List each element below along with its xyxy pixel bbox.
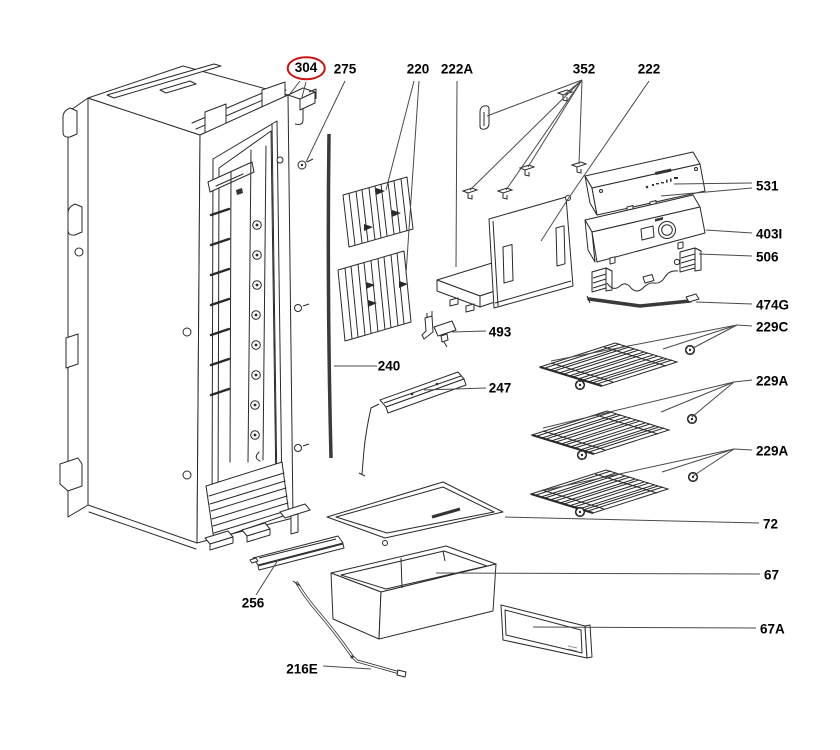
strip-240-drawing <box>326 133 333 459</box>
part-label-474G[interactable]: 474G <box>756 297 790 313</box>
drain-tube-216E-drawing <box>292 580 407 678</box>
hinge-bump <box>67 203 83 236</box>
control-panel-531-drawing <box>584 151 706 216</box>
part-label-304[interactable]: 304 <box>286 56 326 80</box>
part-label-222[interactable]: 222 <box>637 61 661 77</box>
evaporator-fins-drawing <box>337 176 414 342</box>
cabinet-foot <box>59 457 83 492</box>
crisper-box-67-drawing <box>330 545 497 640</box>
part-label-67A[interactable]: 67A <box>760 621 785 637</box>
leader-lines <box>255 79 761 670</box>
part-label-229A[interactable]: 229A <box>756 443 789 459</box>
bracket-493-drawing <box>421 311 457 348</box>
part-label-352[interactable]: 352 <box>572 61 596 77</box>
crisper-front-67A-drawing <box>500 604 593 659</box>
screws-275-drawing <box>294 158 314 452</box>
wire-shelf-229A-1 <box>530 409 671 456</box>
part-label-220[interactable]: 220 <box>406 61 430 77</box>
clips-352-drawing <box>462 89 587 200</box>
wire-shelf-229A-2 <box>529 468 670 515</box>
part-label-403I[interactable]: 403I <box>756 226 783 242</box>
bracket-304-drawing <box>287 87 317 125</box>
part-label-72[interactable]: 72 <box>763 516 779 532</box>
heater-rod-474G-drawing <box>586 293 700 308</box>
part-label-531[interactable]: 531 <box>756 178 779 194</box>
part-label-229A[interactable]: 229A <box>756 373 789 389</box>
part-label-275[interactable]: 275 <box>333 61 357 77</box>
rail-256-drawing <box>249 535 345 571</box>
wire-shelves-drawing <box>529 341 699 518</box>
part-label-247[interactable]: 247 <box>488 380 512 396</box>
rail-247-drawing <box>358 371 467 477</box>
glass-shelf-72-drawing <box>326 481 504 546</box>
part-label-256[interactable]: 256 <box>241 595 265 611</box>
cabinet-drawing <box>59 63 311 551</box>
part-label-506[interactable]: 506 <box>756 249 779 265</box>
part-label-229C[interactable]: 229C <box>756 319 789 335</box>
part-label-493[interactable]: 493 <box>488 324 512 340</box>
part-label-240[interactable]: 240 <box>377 358 401 374</box>
part-label-216E[interactable]: 216E <box>286 661 318 677</box>
hinge-bump <box>62 107 78 138</box>
part-label-222A[interactable]: 222A <box>440 61 474 77</box>
thermostat-panel-403I-drawing <box>584 194 706 265</box>
panel-222-drawing <box>436 195 574 313</box>
part-label-67[interactable]: 67 <box>764 567 780 583</box>
